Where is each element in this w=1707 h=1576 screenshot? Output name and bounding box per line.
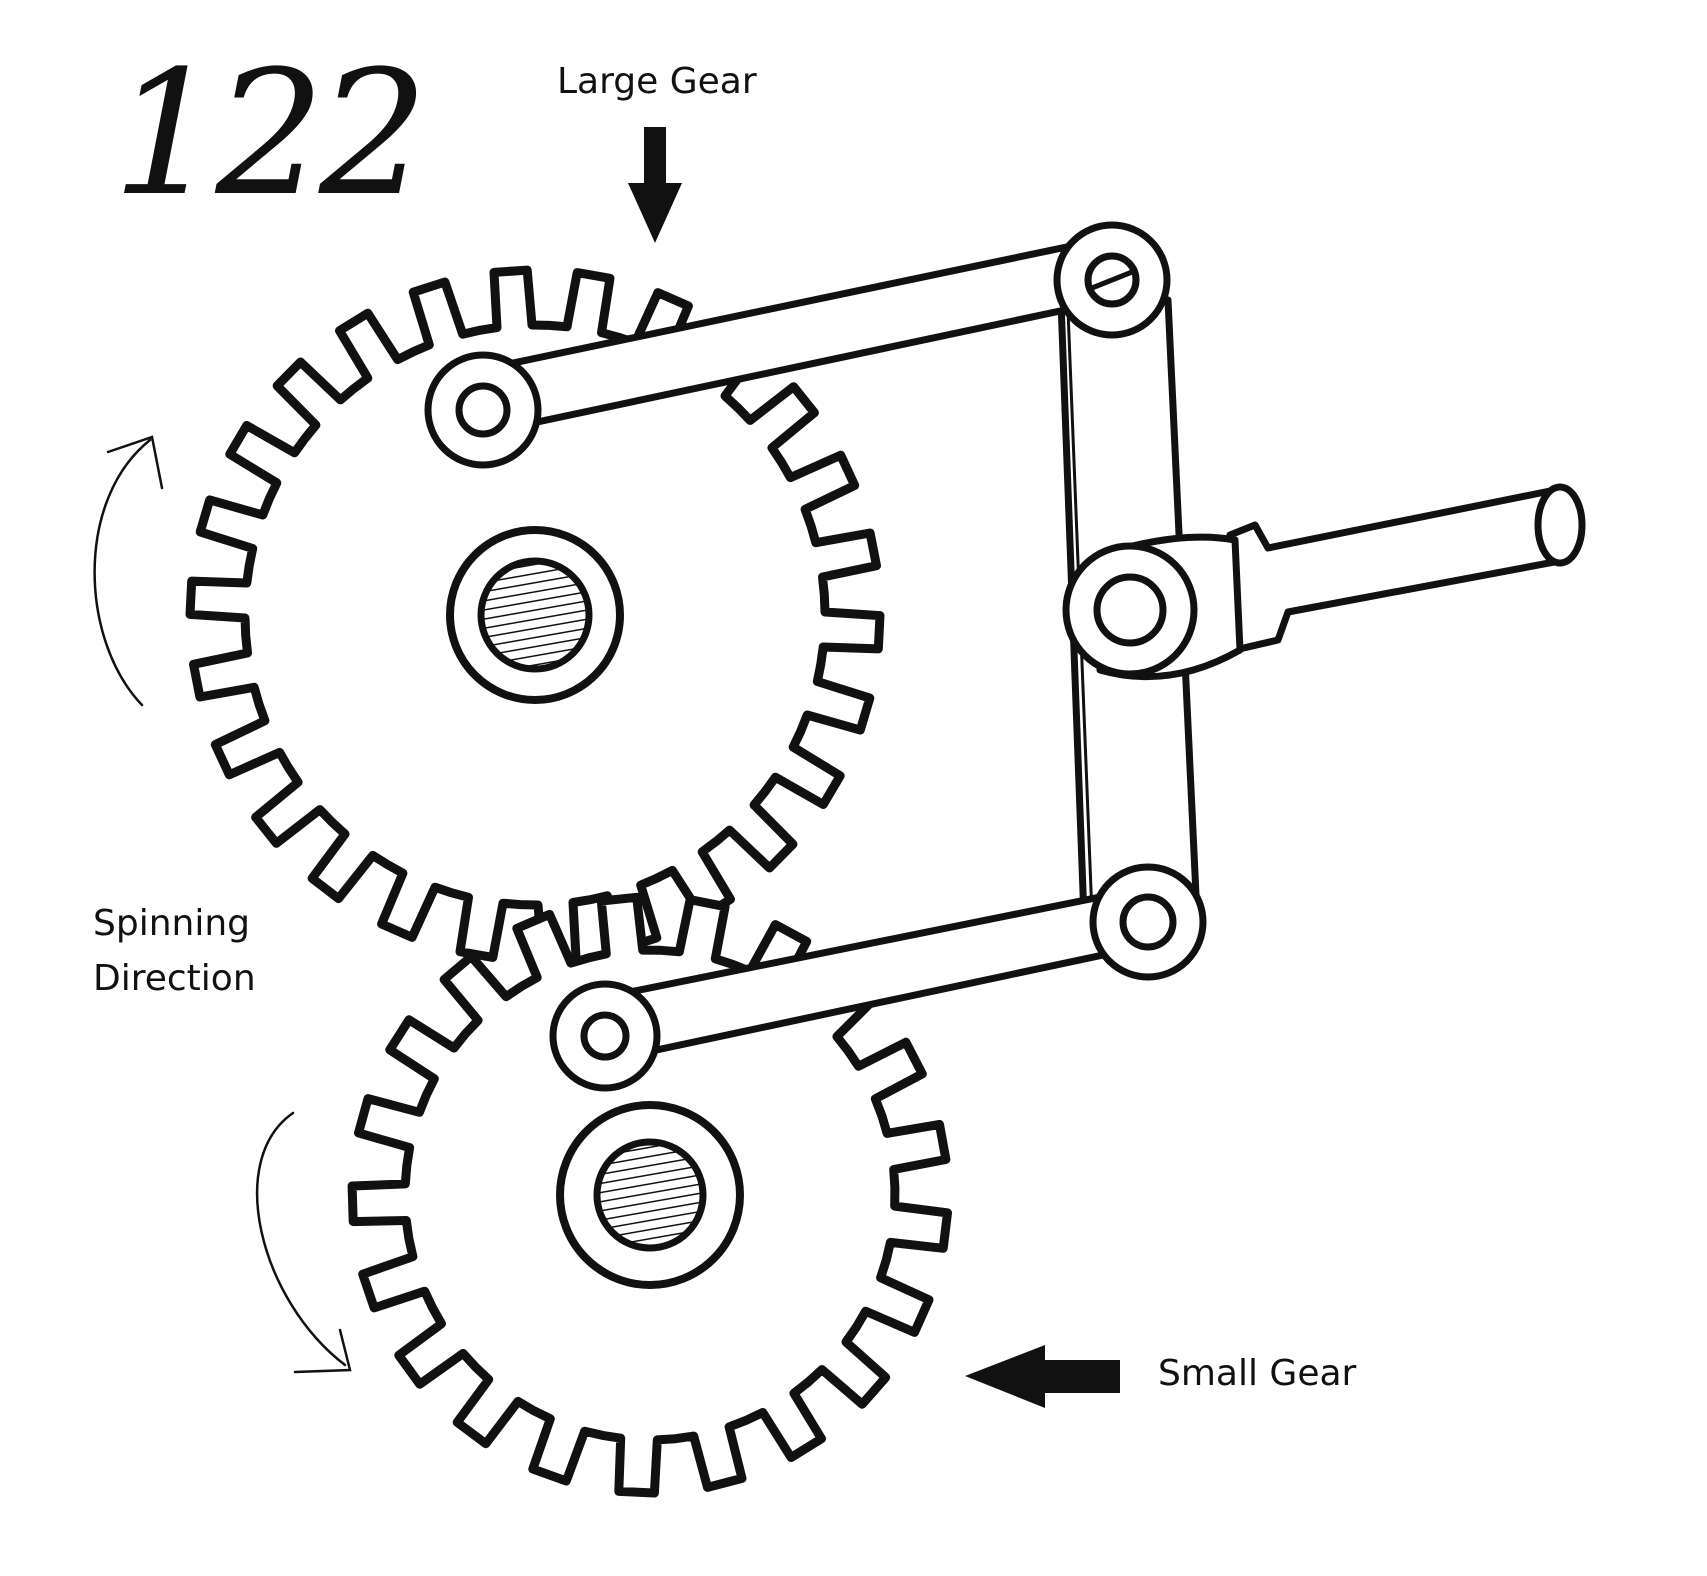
spinning-label-line1: Spinning [93, 903, 251, 944]
spinning-label-line2: Direction [93, 958, 256, 999]
small-gear-arrow [965, 1345, 1120, 1408]
small-gear-label: Small Gear [1158, 1353, 1357, 1394]
spinning-direction-curves [93, 435, 352, 1374]
small-gear [347, 892, 952, 1498]
linkage-frame [424, 221, 1586, 1092]
figure-number: 122 [112, 33, 428, 234]
large-gear-shaft [477, 557, 593, 673]
large-gear-arrow [628, 127, 682, 243]
large-gear [185, 265, 885, 965]
large-gear-label: Large Gear [557, 61, 757, 102]
output-rod [1226, 486, 1569, 654]
small-gear-shaft [593, 1138, 707, 1252]
